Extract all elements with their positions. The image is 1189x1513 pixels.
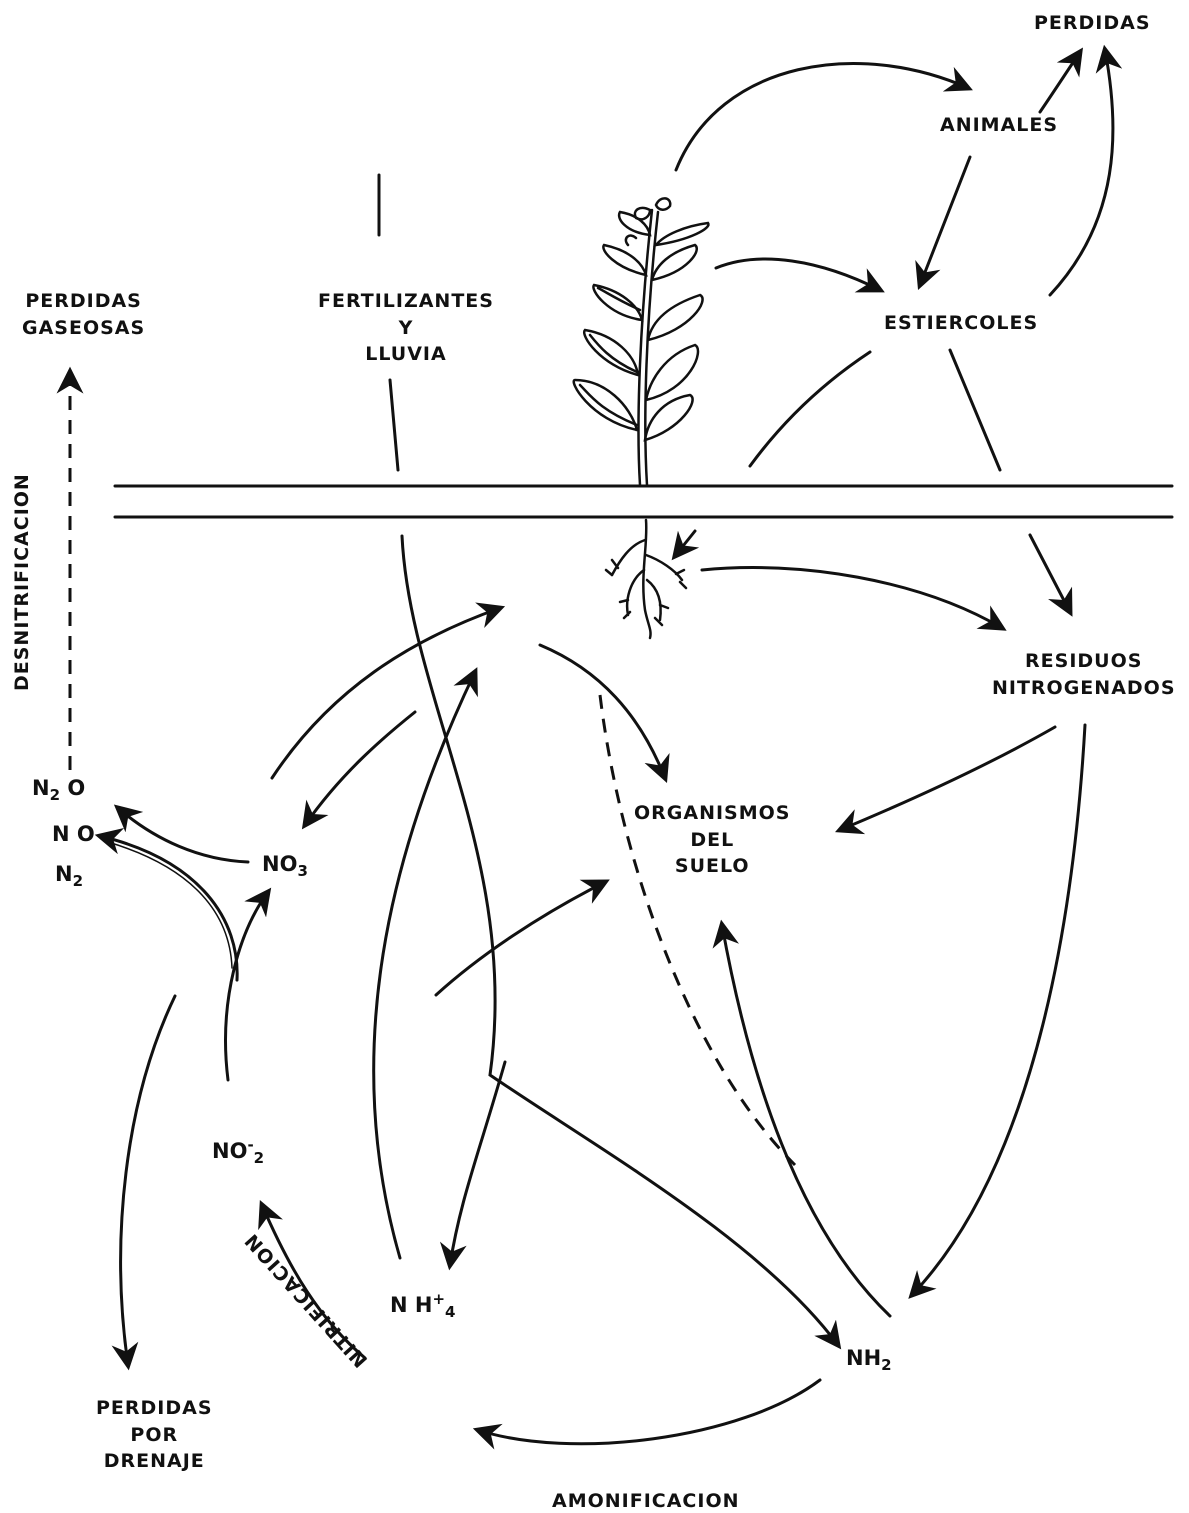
chem-no3: NO3 (262, 852, 308, 880)
arrow-plant-to-animales (676, 63, 968, 170)
chem-nh2: NH2 (846, 1346, 892, 1374)
arrow-no3-to-n2o (118, 808, 248, 862)
arrow-estiercoles-to-roots-a (750, 352, 870, 466)
arrow-uptake-to-no3 (305, 712, 415, 825)
chem-nh4: N H+4 (390, 1290, 455, 1321)
arrow-animales-to-estiercoles (920, 157, 970, 285)
chem-n2o: N2 O (32, 776, 85, 804)
label-fertilizantes-lluvia: FERTILIZANTES Y LLUVIA (318, 288, 494, 368)
arrow-residuos-to-organismos (840, 727, 1055, 830)
label-residuos-nitrogenados: RESIDUOS NITROGENADOS (992, 648, 1176, 701)
arrow-animales-to-perdidas (1040, 52, 1080, 112)
label-estiercoles: ESTIERCOLES (884, 310, 1038, 337)
arrow-estiercoles-to-residuos-b (1030, 535, 1070, 612)
arrow-nh4-to-uptake (374, 672, 475, 1258)
arrow-estiercoles-to-perdidas (1050, 50, 1113, 295)
plant-shoot (574, 198, 709, 485)
arrow-residuos-to-nh2 (912, 725, 1085, 1295)
label-amonificacion: AMONIFICACION (552, 1488, 740, 1513)
arrow-to-perdidas-drenaje (121, 996, 175, 1365)
arrow-amonificacion (478, 1380, 820, 1444)
arrow-nh4-to-organismos (436, 882, 605, 995)
arrow-no2-to-no-double (108, 842, 232, 968)
chem-no2: NO-2 (212, 1136, 264, 1167)
arrow-roots-to-organismos (540, 645, 665, 778)
label-organismos-del-suelo: ORGANISMOS DEL SUELO (634, 800, 790, 880)
arrow-no2-to-no3 (226, 892, 268, 1080)
fertilizantes-line-mid (390, 380, 398, 470)
organismos-to-nh2-dashed (600, 695, 795, 1165)
arrow-roots-to-residuos (702, 567, 1002, 628)
arrow-fertilizantes-to-nh2 (402, 536, 838, 1345)
label-animales: ANIMALES (940, 112, 1058, 139)
arrow-uptake-to-nh4 (450, 1062, 505, 1265)
label-perdidas-top: PERDIDAS (1034, 10, 1151, 37)
label-desnitrificacion: DESNITRIFICACION (11, 511, 33, 691)
label-perdidas-gaseosas: PERDIDAS GASEOSAS (22, 288, 145, 341)
label-perdidas-por-drenaje: PERDIDAS POR DRENAJE (96, 1395, 213, 1475)
chem-n2: N2 (55, 862, 83, 890)
arrow-nh2-to-organismos (722, 925, 890, 1316)
plant-roots (606, 520, 686, 638)
chem-no: N O (52, 822, 95, 846)
arrow-estiercoles-to-roots-b (675, 531, 695, 556)
arrow-estiercoles-to-residuos-a (950, 350, 1000, 470)
arrow-plant-to-estiercoles (716, 259, 880, 290)
